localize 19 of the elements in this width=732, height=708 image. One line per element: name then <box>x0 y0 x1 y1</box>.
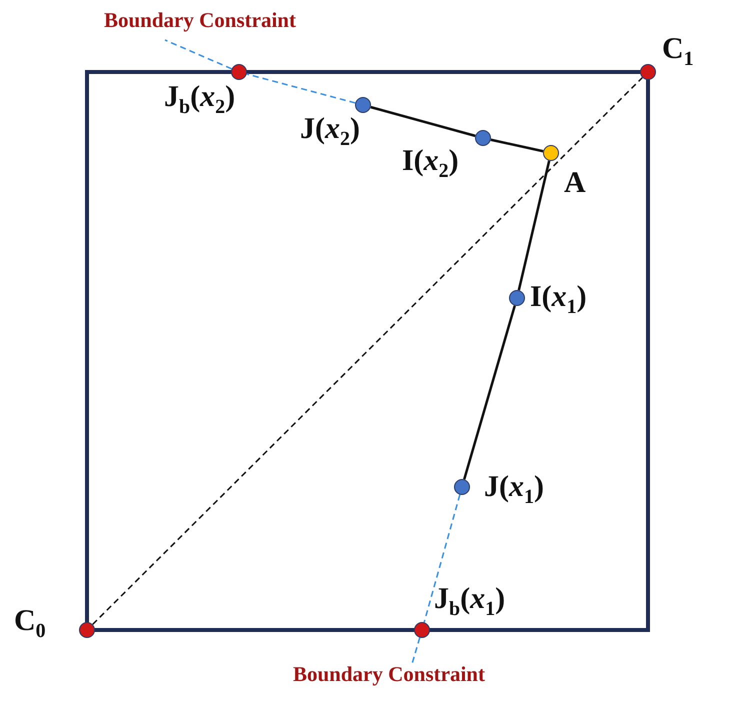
line-segment <box>518 160 550 290</box>
dashed-line <box>411 637 420 664</box>
point-label: C$_{0}$ <box>14 606 46 641</box>
point-label: J$_{b}$(x$_{2}$) <box>164 82 236 117</box>
boundary-label: Boundary Constraint <box>104 10 296 31</box>
dashed-line <box>423 494 461 622</box>
dashed-line <box>246 73 356 104</box>
line-segment <box>370 106 476 138</box>
dashed-line <box>164 39 232 70</box>
boundary-label: Boundary Constraint <box>293 664 485 685</box>
point-label: J$_{b}$(x$_{1}$) <box>434 584 506 619</box>
line-segment <box>463 305 516 480</box>
point-label: I(x$_{2}$) <box>402 146 459 181</box>
point-label: I(x$_{1}$) <box>530 282 587 317</box>
point-label: C$_{1}$ <box>662 34 694 69</box>
point-label: J(x$_{1}$) <box>484 472 544 507</box>
point-label: A <box>564 168 586 198</box>
line-segment <box>490 138 544 152</box>
point-label: J(x$_{2}$) <box>300 114 360 149</box>
